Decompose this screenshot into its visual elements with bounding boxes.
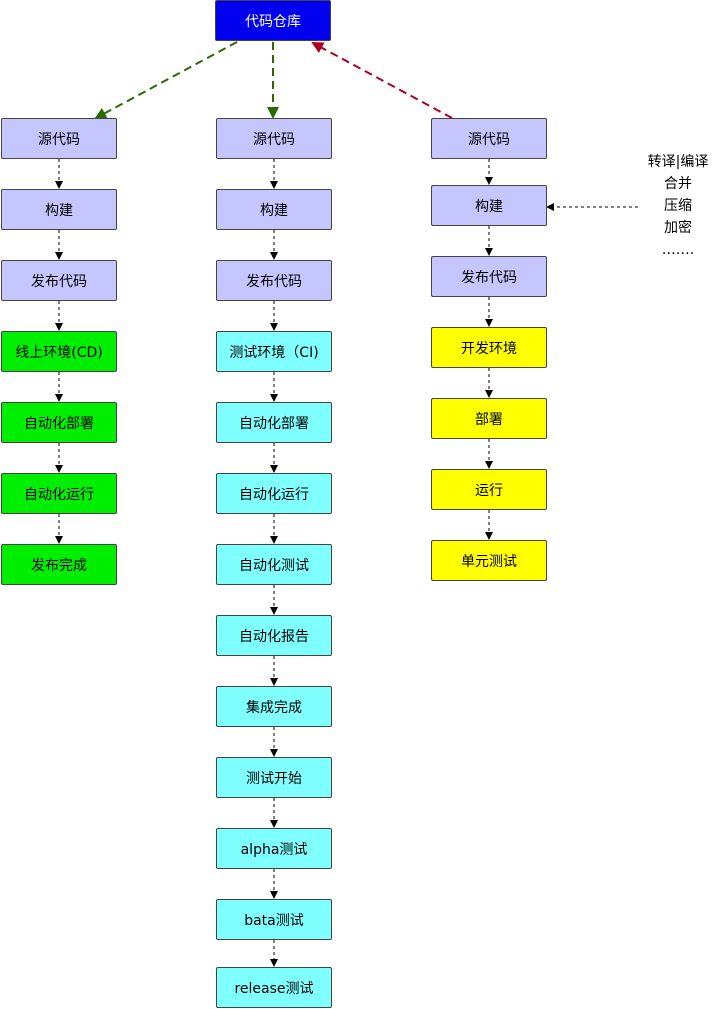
middle-step-9: 集成完成	[216, 686, 332, 727]
middle-step-2: 构建	[216, 189, 332, 230]
left-step-2: 构建	[1, 189, 117, 230]
middle-step-5: 自动化部署	[216, 402, 332, 443]
code-repository-box: 代码仓库	[215, 0, 331, 41]
left-step-3: 发布代码	[1, 260, 117, 301]
middle-step-13: release测试	[216, 967, 332, 1008]
middle-step-7: 自动化测试	[216, 544, 332, 585]
middle-step-4: 测试环境（CI)	[216, 331, 332, 372]
left-step-5: 自动化部署	[1, 402, 117, 443]
middle-step-12: bata测试	[216, 899, 332, 940]
middle-step-1: 源代码	[216, 118, 332, 159]
right-step-5: 部署	[431, 398, 547, 439]
build-note-encrypt: 加密	[664, 220, 692, 236]
middle-step-6: 自动化运行	[216, 473, 332, 514]
middle-step-3: 发布代码	[216, 260, 332, 301]
left-step-7: 发布完成	[1, 544, 117, 585]
build-note-transpile: 转译|编译	[647, 154, 709, 170]
right-step-6: 运行	[431, 469, 547, 510]
build-notes: 转译|编译 合并 压缩 加密 …….	[640, 151, 716, 261]
left-step-6: 自动化运行	[1, 473, 117, 514]
middle-step-10: 测试开始	[216, 757, 332, 798]
right-step-3: 发布代码	[431, 256, 547, 297]
build-note-merge: 合并	[664, 176, 692, 192]
build-note-ellipsis: …….	[661, 242, 695, 258]
repo-to-left-arrow	[94, 41, 238, 119]
right-step-4: 开发环境	[431, 327, 547, 368]
right-step-1: 源代码	[431, 118, 547, 159]
right-step-7: 单元测试	[431, 540, 547, 581]
left-step-4: 线上环境(CD)	[1, 331, 117, 372]
right-to-repo-arrow	[311, 42, 453, 119]
middle-step-8: 自动化报告	[216, 615, 332, 656]
build-note-compress: 压缩	[664, 198, 692, 214]
right-step-2: 构建	[431, 185, 547, 226]
middle-step-11: alpha测试	[216, 828, 332, 869]
left-step-1: 源代码	[1, 118, 117, 159]
